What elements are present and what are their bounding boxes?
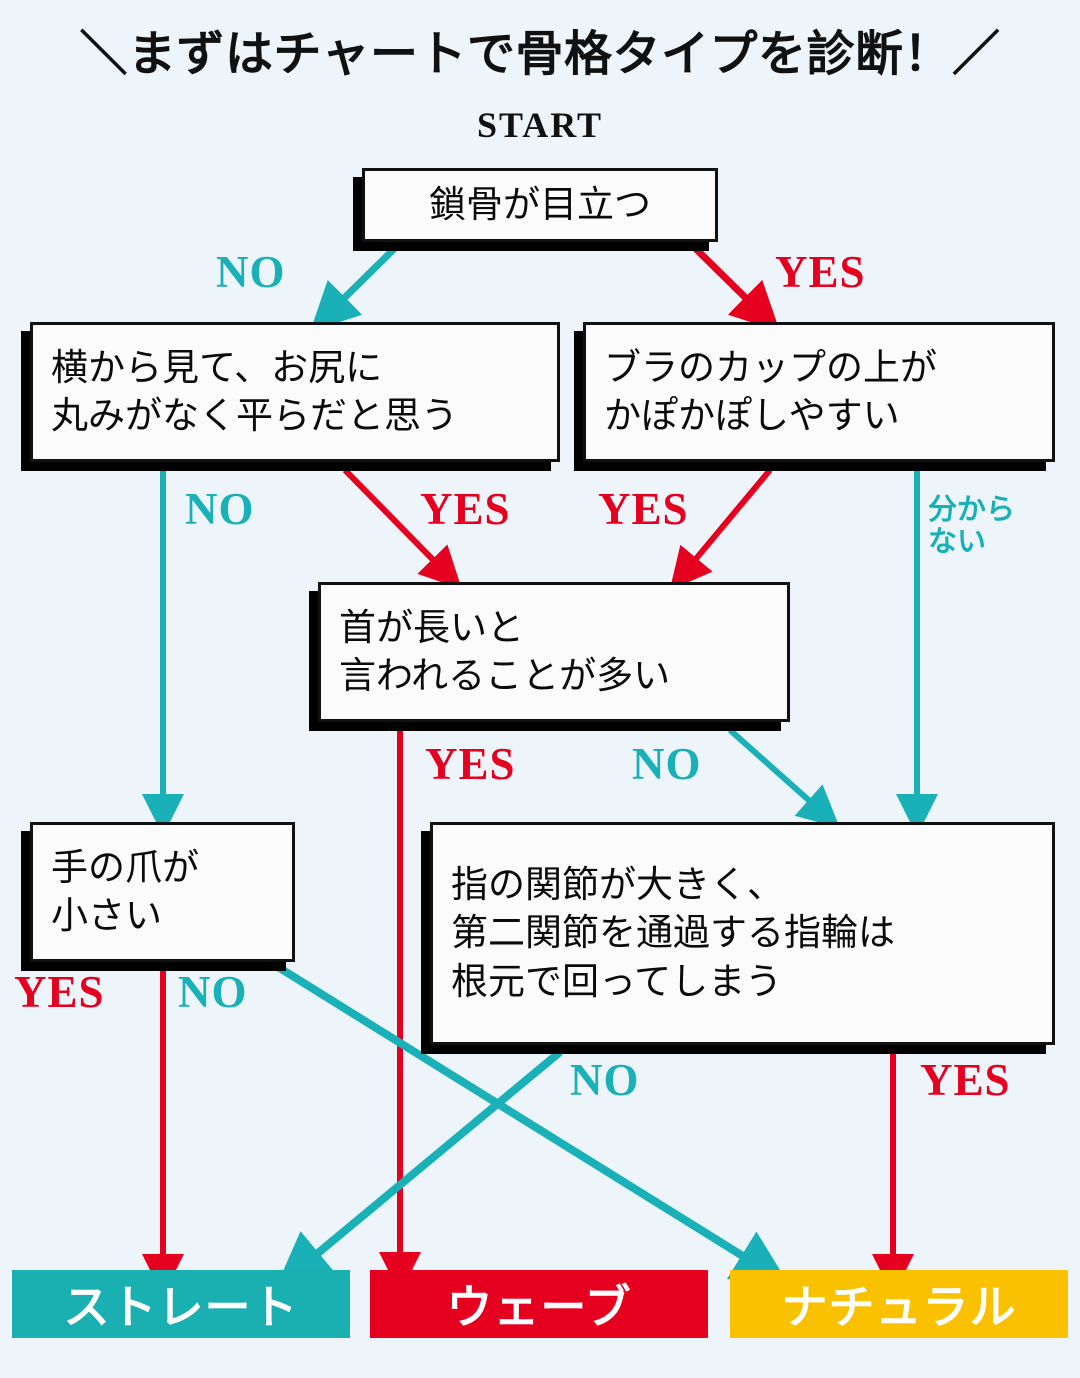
edge-label-q3-wakaranai: 分から ない [928, 492, 1016, 559]
question-box-q2[interactable]: 横から見て、お尻に 丸みがなく平らだと思う [30, 322, 560, 462]
start-label: START [476, 105, 604, 145]
question-box-q1[interactable]: 鎖骨が目立つ [362, 168, 718, 242]
question-text-q1: 鎖骨が目立つ [429, 182, 651, 226]
result-box-natural[interactable]: ナチュラル [730, 1270, 1068, 1338]
question-box-q6[interactable]: 指の関節が大きく、 第二関節を通過する指輪は 根元で回ってしまう [430, 822, 1055, 1045]
edge-label-q2-yes: YES [420, 484, 511, 534]
result-label-natural: ナチュラル [781, 1280, 1017, 1334]
edge-label-q4-yes: YES [425, 739, 516, 789]
question-text-q4: 首が長いと 言われることが多い [339, 605, 671, 697]
edge-label-q6-yes: YES [920, 1055, 1011, 1105]
edge-label-q4-no: NO [632, 739, 702, 789]
result-label-wave: ウェーブ [446, 1280, 632, 1334]
question-box-q3[interactable]: ブラのカップの上が かぽかぽしやすい [583, 322, 1055, 462]
edge-label-q2-no: NO [185, 484, 255, 534]
question-box-q5[interactable]: 手の爪が 小さい [30, 822, 295, 962]
edge-label-q6-no: NO [570, 1055, 640, 1105]
result-label-straight: ストレート [63, 1280, 299, 1334]
question-text-q6: 指の関節が大きく、 第二関節を通過する指輪は 根元で回ってしまう [451, 863, 895, 1003]
question-text-q3: ブラのカップの上が かぽかぽしやすい [604, 345, 937, 437]
edge-label-q1-no: NO [216, 247, 286, 297]
result-box-straight[interactable]: ストレート [12, 1270, 350, 1338]
result-box-wave[interactable]: ウェーブ [370, 1270, 708, 1338]
question-text-q2: 横から見て、お尻に 丸みがなく平らだと思う [51, 345, 458, 437]
edge-q6-r1 [275, 1048, 563, 1289]
question-text-q5: 手の爪が 小さい [51, 845, 199, 937]
edge-q1-q2 [310, 245, 398, 332]
page-title: ＼まずはチャートで骨格タイプを診断！／ [79, 26, 1001, 82]
edge-q1-q3 [692, 245, 780, 332]
edge-q3-q4 [669, 468, 773, 591]
question-box-q4[interactable]: 首が長いと 言われることが多い [318, 582, 790, 722]
edge-label-q1-yes: YES [775, 247, 866, 297]
edge-label-q3-yes: YES [598, 484, 689, 534]
edge-q4-q6 [728, 727, 840, 828]
edge-label-q5-no: NO [178, 967, 248, 1017]
edge-label-q5-yes: YES [14, 967, 105, 1017]
